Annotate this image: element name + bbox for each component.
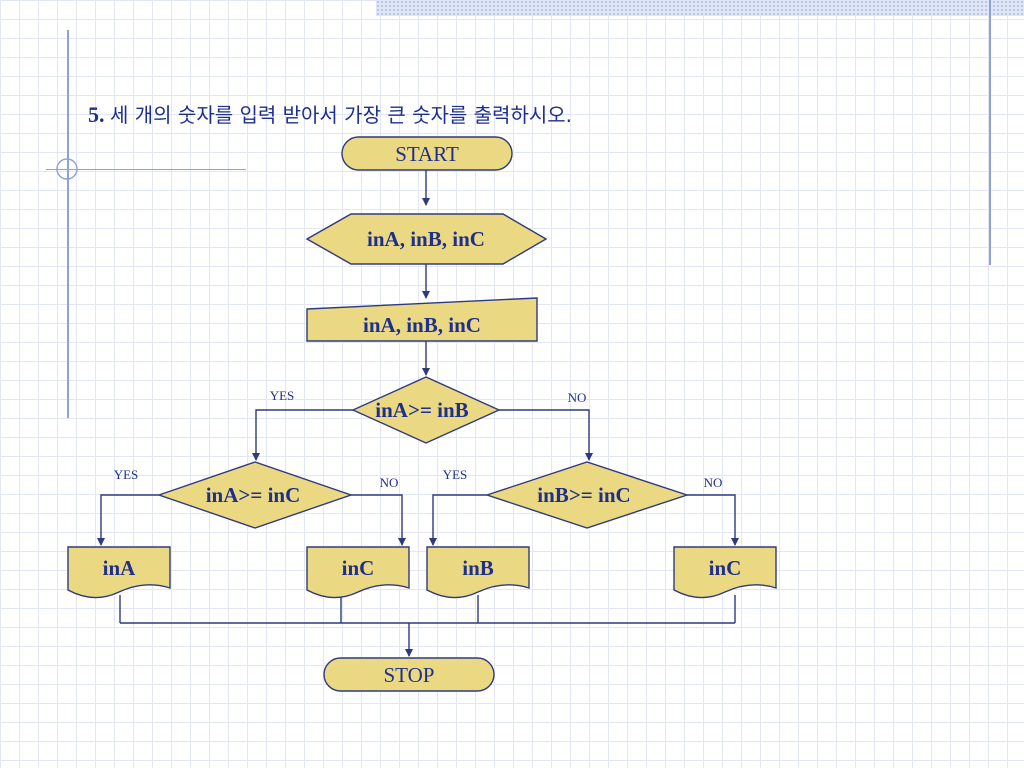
output-inc-right-label: inC [709, 556, 742, 580]
left-vertical-rule [67, 30, 69, 418]
arrow-cond-ac-yes [97, 494, 159, 546]
output-doc-inb [426, 546, 530, 599]
preparation-hexagon [305, 213, 548, 265]
output-inc-left-label: inC [342, 556, 375, 580]
decision-a-ge-b [351, 376, 501, 444]
header-band [376, 0, 1024, 16]
yes-label-ab: YES [270, 388, 295, 403]
arrow-cond-ac-no [351, 494, 406, 546]
manual-input [306, 297, 538, 342]
start-label: START [395, 142, 459, 166]
yes-label-bc: YES [443, 467, 468, 482]
output-doc-inc-right [673, 546, 777, 599]
no-label-ab: NO [568, 390, 587, 405]
decision-a-ge-c-label: inA>= inC [206, 483, 301, 507]
output-doc-ina [67, 546, 171, 599]
output-inb-label: inB [462, 556, 494, 580]
yes-label-ac: YES [114, 467, 139, 482]
left-horizontal-rule [46, 169, 246, 170]
right-vertical-rule [989, 0, 991, 265]
decision-a-ge-b-label: inA>= inB [375, 398, 468, 422]
output-doc-inc-left [306, 546, 410, 599]
arrow-cond-bc-no [687, 494, 739, 546]
decision-b-ge-c-label: inB>= inC [537, 483, 630, 507]
stop-label: STOP [384, 663, 435, 687]
decision-a-ge-c [156, 461, 354, 529]
start-terminal [341, 136, 513, 171]
arrow-cond-ab-no [499, 409, 593, 461]
arrow-cond-ab-yes [252, 409, 353, 461]
no-label-bc: NO [704, 475, 723, 490]
title-number: 5. [88, 102, 105, 127]
crosshair-circle [56, 158, 78, 180]
arrow-cond-bc-yes [429, 494, 487, 546]
no-label-ac: NO [380, 475, 399, 490]
decision-b-ge-c [484, 461, 690, 529]
slide-title: 5. 세 개의 숫자를 입력 받아서 가장 큰 숫자를 출력하시오. [88, 100, 572, 130]
input-label: inA, inB, inC [363, 313, 481, 337]
output-ina-label: inA [103, 556, 137, 580]
stop-terminal [323, 657, 495, 692]
preparation-label: inA, inB, inC [367, 227, 485, 251]
title-text: 세 개의 숫자를 입력 받아서 가장 큰 숫자를 출력하시오. [110, 103, 573, 127]
